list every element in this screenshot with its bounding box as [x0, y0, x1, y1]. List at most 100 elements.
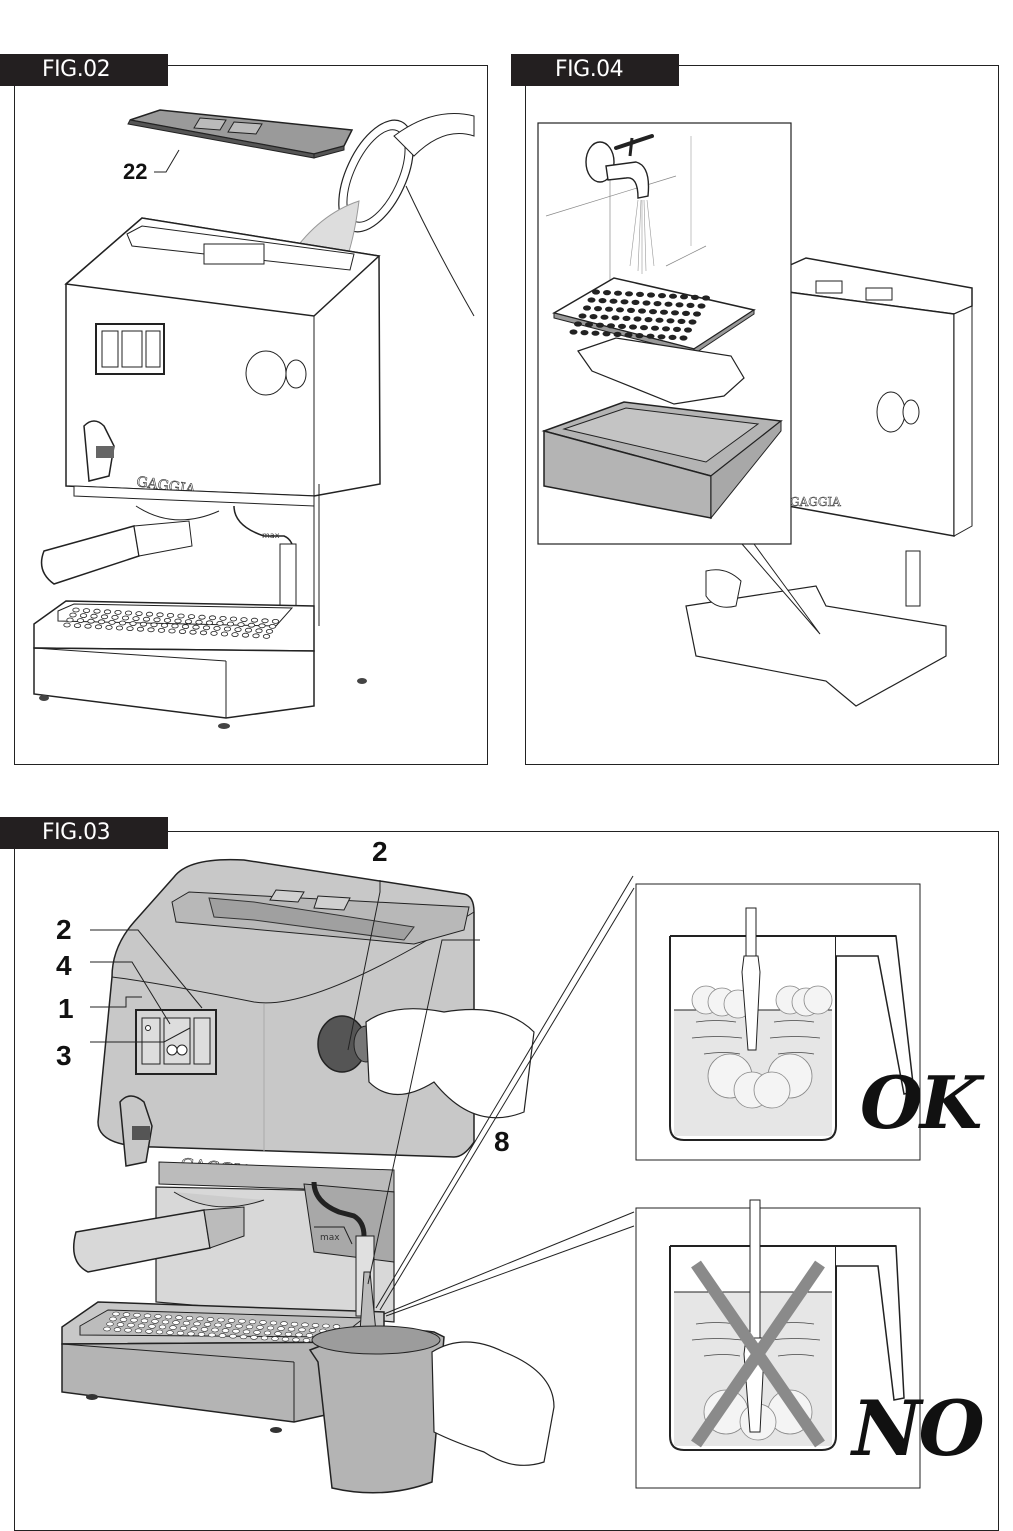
- tray-hole: [569, 329, 578, 335]
- tray-hole: [265, 629, 274, 634]
- tray-hole: [271, 1336, 279, 1341]
- tray-hole: [271, 619, 280, 624]
- tray-hole: [657, 334, 666, 340]
- max-level-label: max: [320, 1233, 340, 1243]
- tray-hole: [660, 309, 668, 315]
- tray-hole: [258, 623, 266, 629]
- tray-hole: [642, 300, 651, 306]
- tray-hole: [686, 302, 695, 308]
- tray-hole: [235, 1323, 243, 1329]
- tray-hole: [673, 326, 681, 332]
- tray-hole: [322, 1323, 330, 1329]
- drip-tray: [541, 401, 783, 520]
- tray-hole: [644, 317, 653, 323]
- tray-hole: [199, 630, 208, 636]
- tray-hole: [614, 290, 622, 296]
- tray-hole: [97, 619, 106, 625]
- tray-hole: [218, 1333, 227, 1338]
- tray-hole: [179, 1325, 188, 1331]
- tray-hole: [253, 1330, 261, 1335]
- tray-hole: [158, 1324, 167, 1330]
- fig03-title: FIG.03: [0, 817, 168, 849]
- tray-hole: [122, 1312, 131, 1317]
- tray-hole: [193, 1321, 201, 1327]
- tray-hole: [147, 627, 155, 633]
- tray-hole: [600, 314, 609, 320]
- tray-hole: [200, 1327, 209, 1332]
- tray-hole: [197, 1332, 206, 1337]
- tray-hole: [103, 609, 112, 615]
- tray-hole: [596, 322, 604, 328]
- tray-hole: [105, 625, 113, 630]
- tray-hole: [161, 1319, 170, 1325]
- tray-hole: [280, 1321, 288, 1326]
- tray-hole: [647, 292, 655, 298]
- tray-hole: [112, 1311, 120, 1317]
- tray-hole: [242, 1329, 251, 1335]
- tray-hole: [163, 618, 172, 623]
- tray-hole: [301, 1322, 309, 1328]
- callout-4: 4: [56, 950, 72, 981]
- tray-hole: [669, 293, 677, 299]
- fig02-title: FIG.02: [0, 54, 168, 86]
- tray-hole: [680, 294, 688, 300]
- tray-hole: [679, 335, 688, 341]
- tray-hole: [106, 1321, 114, 1327]
- tray-hole: [155, 1329, 164, 1335]
- tray-hole: [583, 305, 591, 311]
- tray-hole: [237, 622, 245, 627]
- tray-hole: [658, 293, 666, 299]
- no-verdict: NO: [852, 1384, 985, 1473]
- tray-hole: [295, 1332, 303, 1338]
- tray-hole: [213, 626, 221, 631]
- tray-hole: [126, 626, 134, 631]
- tray-hole: [664, 301, 673, 307]
- svg-text:max: max: [262, 531, 280, 540]
- tray-hole: [148, 1324, 156, 1329]
- tray-hole: [609, 298, 618, 304]
- tray-hole: [224, 1323, 233, 1328]
- tray-hole: [302, 1338, 311, 1343]
- tray-hole: [216, 621, 224, 626]
- tray-hole: [142, 616, 151, 622]
- tray-hole: [87, 618, 95, 624]
- tray-hole: [261, 618, 269, 624]
- tray-hole: [160, 623, 169, 628]
- tray-hole: [150, 622, 158, 628]
- tray-hole: [603, 290, 611, 296]
- tray-hole: [168, 628, 176, 634]
- tray-hole: [103, 1326, 111, 1332]
- tray-hole: [136, 626, 145, 632]
- tray-hole: [260, 1335, 269, 1341]
- tray-hole: [247, 622, 256, 628]
- tray-hole: [196, 1316, 204, 1322]
- tray-hole: [292, 1337, 300, 1343]
- callout-1: 1: [58, 993, 74, 1024]
- tray-hole: [210, 631, 218, 636]
- tray-hole: [239, 1334, 248, 1340]
- tray-hole: [281, 1336, 290, 1342]
- tray-hole: [182, 1320, 191, 1326]
- no-inset: [635, 1199, 921, 1489]
- tray-hole: [638, 308, 646, 314]
- tray-hole: [82, 608, 91, 613]
- tray-hole: [134, 1328, 143, 1334]
- tray-hole: [627, 307, 635, 313]
- tray-hole: [184, 619, 193, 624]
- tray-hole: [229, 616, 238, 622]
- tray-hole: [217, 1317, 225, 1323]
- tray-hole: [234, 627, 242, 632]
- tray-hole: [232, 1328, 240, 1334]
- tray-hole: [190, 1326, 198, 1332]
- tray-hole: [177, 613, 185, 619]
- tray-hole: [189, 629, 197, 635]
- tray-hole: [274, 1331, 282, 1336]
- tray-hole: [198, 614, 206, 620]
- tray-hole: [290, 1321, 299, 1327]
- tray-hole: [653, 301, 662, 307]
- tray-hole: [607, 323, 615, 329]
- tray-hole: [181, 624, 190, 629]
- tray-hole: [111, 615, 119, 620]
- tray-hole: [693, 311, 701, 317]
- tray-hole: [208, 615, 217, 621]
